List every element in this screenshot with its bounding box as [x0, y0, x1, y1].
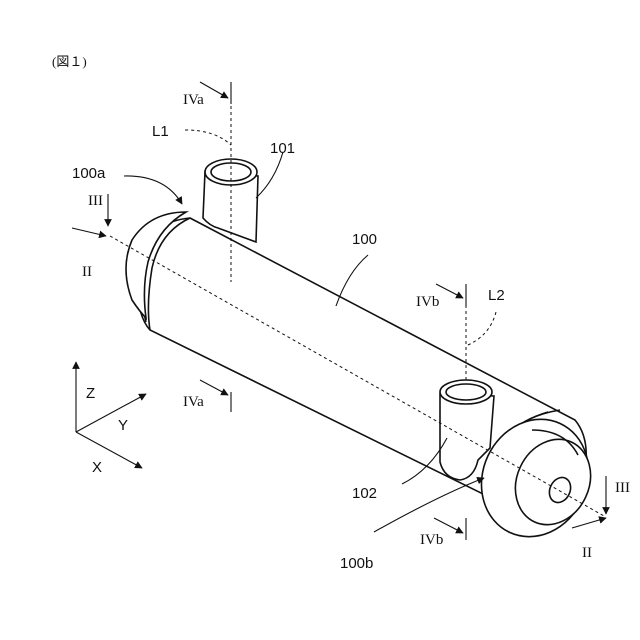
section-iva-bottom: [200, 380, 231, 412]
label-ivb-top: IVb: [416, 294, 439, 310]
x-axis-arrow: [76, 432, 142, 468]
section-ii-right: [572, 518, 606, 528]
section-iva-top: [200, 82, 231, 104]
axis-label-y: Y: [118, 417, 128, 434]
section-ivb-top: [436, 284, 466, 306]
label-100: 100: [352, 231, 377, 248]
label-iva-top: IVa: [183, 92, 204, 108]
label-ivb-bottom: IVb: [420, 532, 443, 548]
label-100a: 100a: [72, 165, 106, 182]
label-ii-left: II: [82, 264, 92, 280]
axis-label-z: Z: [86, 385, 95, 402]
l1-leader: [185, 130, 231, 145]
label-ii-right: II: [582, 545, 592, 561]
axis-label-x: X: [92, 459, 102, 476]
label-102: 102: [352, 485, 377, 502]
label-100b: 100b: [340, 555, 373, 572]
center-axis-line: [110, 236, 604, 516]
label-101: 101: [270, 140, 295, 157]
label-iii-left: III: [88, 193, 103, 209]
label-l1: L1: [152, 123, 169, 140]
label-iva-bottom: IVa: [183, 394, 204, 410]
section-ii-left: [72, 228, 106, 236]
l2-leader: [468, 312, 496, 345]
figure-label: (図１): [52, 54, 87, 69]
label-iii-right: III: [615, 480, 630, 496]
leader-100a: [124, 176, 182, 204]
label-l2: L2: [488, 287, 505, 304]
leader-101: [256, 152, 283, 198]
coordinate-axes: Z Y X: [76, 362, 146, 476]
